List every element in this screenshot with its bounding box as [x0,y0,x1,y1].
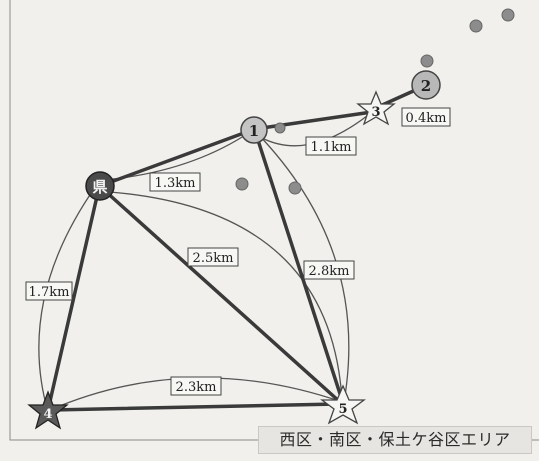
route-pref-4 [46,190,100,412]
edge-label-pref-4: 1.7km [25,281,73,301]
map-marker [469,19,483,33]
route-group [46,86,422,412]
route-4-5 [50,402,340,412]
map-marker [501,8,515,22]
map-marker [420,54,434,68]
route-pref-1 [98,128,254,188]
node-label: 県 [92,178,107,196]
node-label: 1 [249,122,259,140]
edge-label-text: 2.5km [193,251,234,266]
node-2: 2 [411,70,441,100]
node-label: 5 [338,402,347,417]
star-icon [356,90,396,126]
edge-label-3-2: 0.4km [401,107,451,127]
edge-label-pref-1: 1.3km [149,172,201,192]
map-frame [9,0,539,441]
node-5: 5 [320,384,366,425]
map-marker [274,122,286,134]
map-marker [235,177,249,191]
distance-labels: 1.3km 1.1km 0.4km 2.5km 2.8km 1.7km 2.3k… [25,107,451,396]
edge-label-4-5: 2.3km [170,376,222,396]
node-label: 4 [43,407,52,422]
star-icon [320,384,366,425]
edge-label-1-5: 2.8km [303,260,355,280]
map-marker [288,181,302,195]
edge-label-text: 1.7km [29,285,70,300]
edge-label-pref-5: 2.5km [187,247,239,267]
edge-label-text: 0.4km [406,111,447,126]
edge-label-text: 1.3km [155,176,196,191]
node-label: 3 [371,105,380,120]
edge-label-text: 2.8km [309,264,350,279]
node-label: 2 [421,77,431,95]
edge-label-text: 2.3km [176,380,217,395]
node-4: 4 [27,390,69,430]
route-pref-5 [102,188,342,404]
node-3: 3 [356,90,396,126]
node-pref: 県 [85,171,115,201]
arc-1-5 [255,131,350,403]
marker-group [235,8,515,195]
route-1-5 [254,132,344,402]
star-icon [27,390,69,430]
edge-label-text: 1.1km [311,140,352,155]
area-caption: 西区・南区・保土ケ谷区エリア [258,426,532,454]
arc-pref-5 [109,191,343,401]
node-1: 1 [240,116,268,144]
edge-label-1-3: 1.1km [305,136,357,156]
